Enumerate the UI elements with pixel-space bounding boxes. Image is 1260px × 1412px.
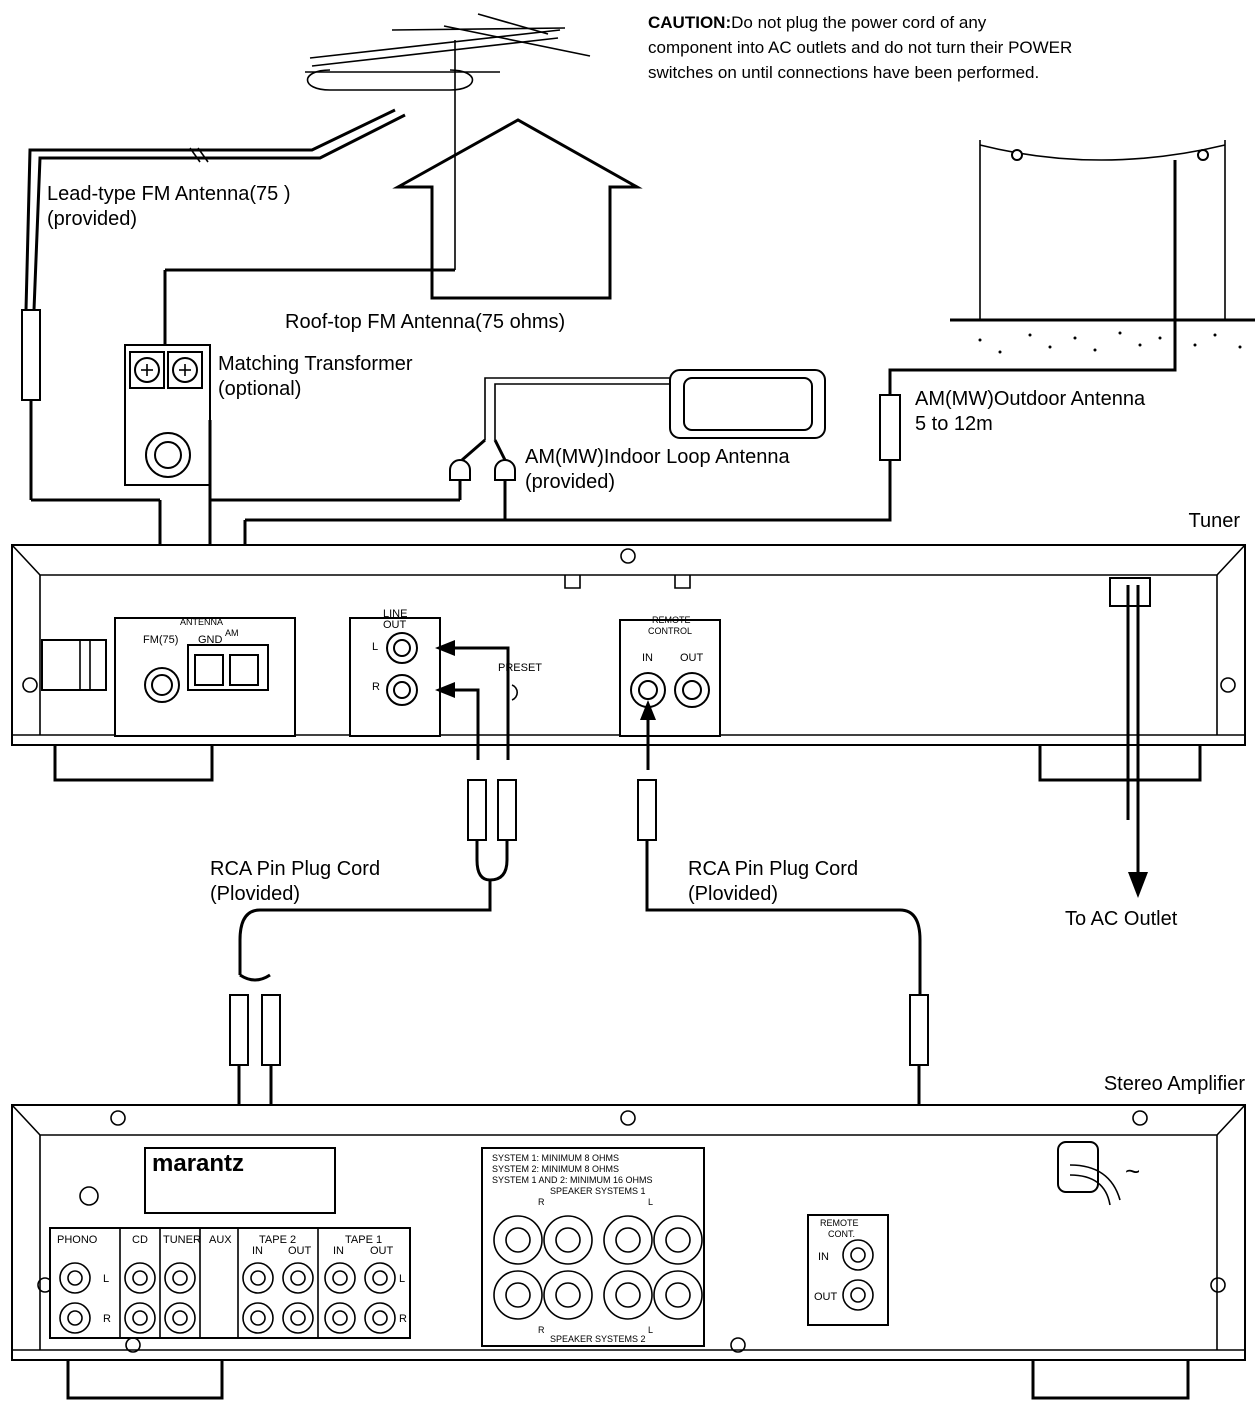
stereo-amplifier-label: Stereo Amplifier: [1104, 1073, 1246, 1095]
amp-tape2-out-label: OUT: [288, 1245, 312, 1257]
lead-fm-antenna-wire: [21, 108, 406, 670]
matching-transformer-label-1: Matching Transformer: [218, 353, 413, 375]
rooftop-fm-label: Roof-top FM Antenna(75 ohms): [285, 311, 565, 333]
tuner-in-label: IN: [642, 652, 653, 664]
am-outdoor-antenna: [505, 140, 1255, 522]
spk-systems-1: SPEAKER SYSTEMS 1: [550, 1186, 646, 1196]
spk-note-3: SYSTEM 1 AND 2: MINIMUM 16 OHMS: [492, 1175, 653, 1185]
tuner-unit: ANTENNA AM FM(75) GND LINE OUT L R PRESE…: [11, 544, 1246, 820]
amp-remote-label-2: CONT.: [828, 1229, 855, 1239]
tuner-fm-label: FM(75): [143, 634, 178, 646]
amp-tape2-label: TAPE 2: [259, 1234, 296, 1246]
lead-fm-label-1: Lead-type FM Antenna(75 ): [47, 183, 290, 205]
spk-l2-label: L: [648, 1325, 653, 1335]
spk-l1-label: L: [648, 1197, 653, 1207]
tuner-r-label: R: [372, 681, 380, 693]
tuner-antenna-label: ANTENNA: [180, 617, 223, 627]
matching-transformer: [124, 344, 212, 670]
house-icon: [392, 118, 643, 300]
brand-logo: marantz: [152, 1150, 244, 1177]
rca-plug-icon: [238, 779, 922, 995]
amp-tuner-label: TUNER: [163, 1234, 201, 1246]
am-loop-label-2: (provided): [525, 471, 615, 493]
amp-tape2-in-label: IN: [252, 1245, 263, 1257]
lead-fm-label-2: (provided): [47, 208, 137, 230]
spk-r1-label: R: [538, 1197, 545, 1207]
amp-remote-out-label: OUT: [814, 1291, 838, 1303]
rooftop-antenna-icon: [305, 13, 591, 270]
amp-phono-r-label: R: [103, 1313, 111, 1325]
amp-tape1-l-label: L: [399, 1273, 405, 1285]
amp-remote-label-1: REMOTE: [820, 1218, 859, 1228]
rooftop-fm-cable: [163, 268, 455, 345]
amp-tape1-label: TAPE 1: [345, 1234, 382, 1246]
amp-phono-l-label: L: [103, 1273, 109, 1285]
rca-left-label-2: (Plovided): [210, 883, 300, 905]
am-outdoor-label-2: 5 to 12m: [915, 413, 993, 435]
amplifier-unit: marantz PHONO CD TUNER AUX TAPE 2 TAPE 1…: [11, 1104, 1246, 1400]
rca-left-label-1: RCA Pin Plug Cord: [210, 858, 380, 880]
ac-tilde-icon: ~: [1125, 1156, 1140, 1186]
spk-note-2: SYSTEM 2: MINIMUM 8 OHMS: [492, 1164, 619, 1174]
caution-line3: switches on until connections have been …: [648, 63, 1039, 82]
tuner-remote-label-2: CONTROL: [648, 626, 692, 636]
rca-right-label-1: RCA Pin Plug Cord: [688, 858, 858, 880]
am-outdoor-label-1: AM(MW)Outdoor Antenna: [915, 388, 1146, 410]
amp-tape1-out-label: OUT: [370, 1245, 394, 1257]
to-ac-outlet-label: To AC Outlet: [1065, 908, 1178, 930]
tuner-out-label: OUT: [383, 619, 407, 631]
amp-tape1-r-label: R: [399, 1313, 407, 1325]
am-loop-label-1: AM(MW)Indoor Loop Antenna: [525, 446, 790, 468]
tuner-connection-arrows: [435, 640, 1148, 898]
spk-r2-label: R: [538, 1325, 545, 1335]
amp-tape1-in-label: IN: [333, 1245, 344, 1257]
spk-systems-2: SPEAKER SYSTEMS 2: [550, 1334, 646, 1344]
svg-text:CAUTION:Do not plug the power: CAUTION:Do not plug the power cord of an…: [648, 13, 987, 32]
tuner-label: Tuner: [1188, 510, 1240, 532]
amp-remote-in-label: IN: [818, 1251, 829, 1263]
matching-transformer-label-2: (optional): [218, 378, 301, 400]
tuner-out2-label: OUT: [680, 652, 704, 664]
amp-cd-label: CD: [132, 1234, 148, 1246]
tuner-gnd-label: GND: [198, 634, 223, 646]
tuner-preset-label: PRESET: [498, 662, 542, 674]
spk-note-1: SYSTEM 1: MINIMUM 8 OHMS: [492, 1153, 619, 1163]
amp-aux-label: AUX: [209, 1234, 232, 1246]
tuner-l-label: L: [372, 641, 378, 653]
tuner-am-label: AM: [225, 628, 239, 638]
tuner-line-label: LINE: [383, 608, 407, 620]
am-loop-antenna: [210, 369, 826, 670]
caution-note: CAUTION:Do not plug the power cord of an…: [648, 13, 1072, 82]
caution-line2: component into AC outlets and do not tur…: [648, 38, 1072, 57]
caution-line1: Do not plug the power cord of any: [731, 13, 987, 32]
tuner-remote-label-1: REMOTE: [652, 615, 691, 625]
rca-right-label-2: (Plovided): [688, 883, 778, 905]
caution-title: CAUTION:: [648, 13, 731, 32]
amp-phono-label: PHONO: [57, 1234, 98, 1246]
